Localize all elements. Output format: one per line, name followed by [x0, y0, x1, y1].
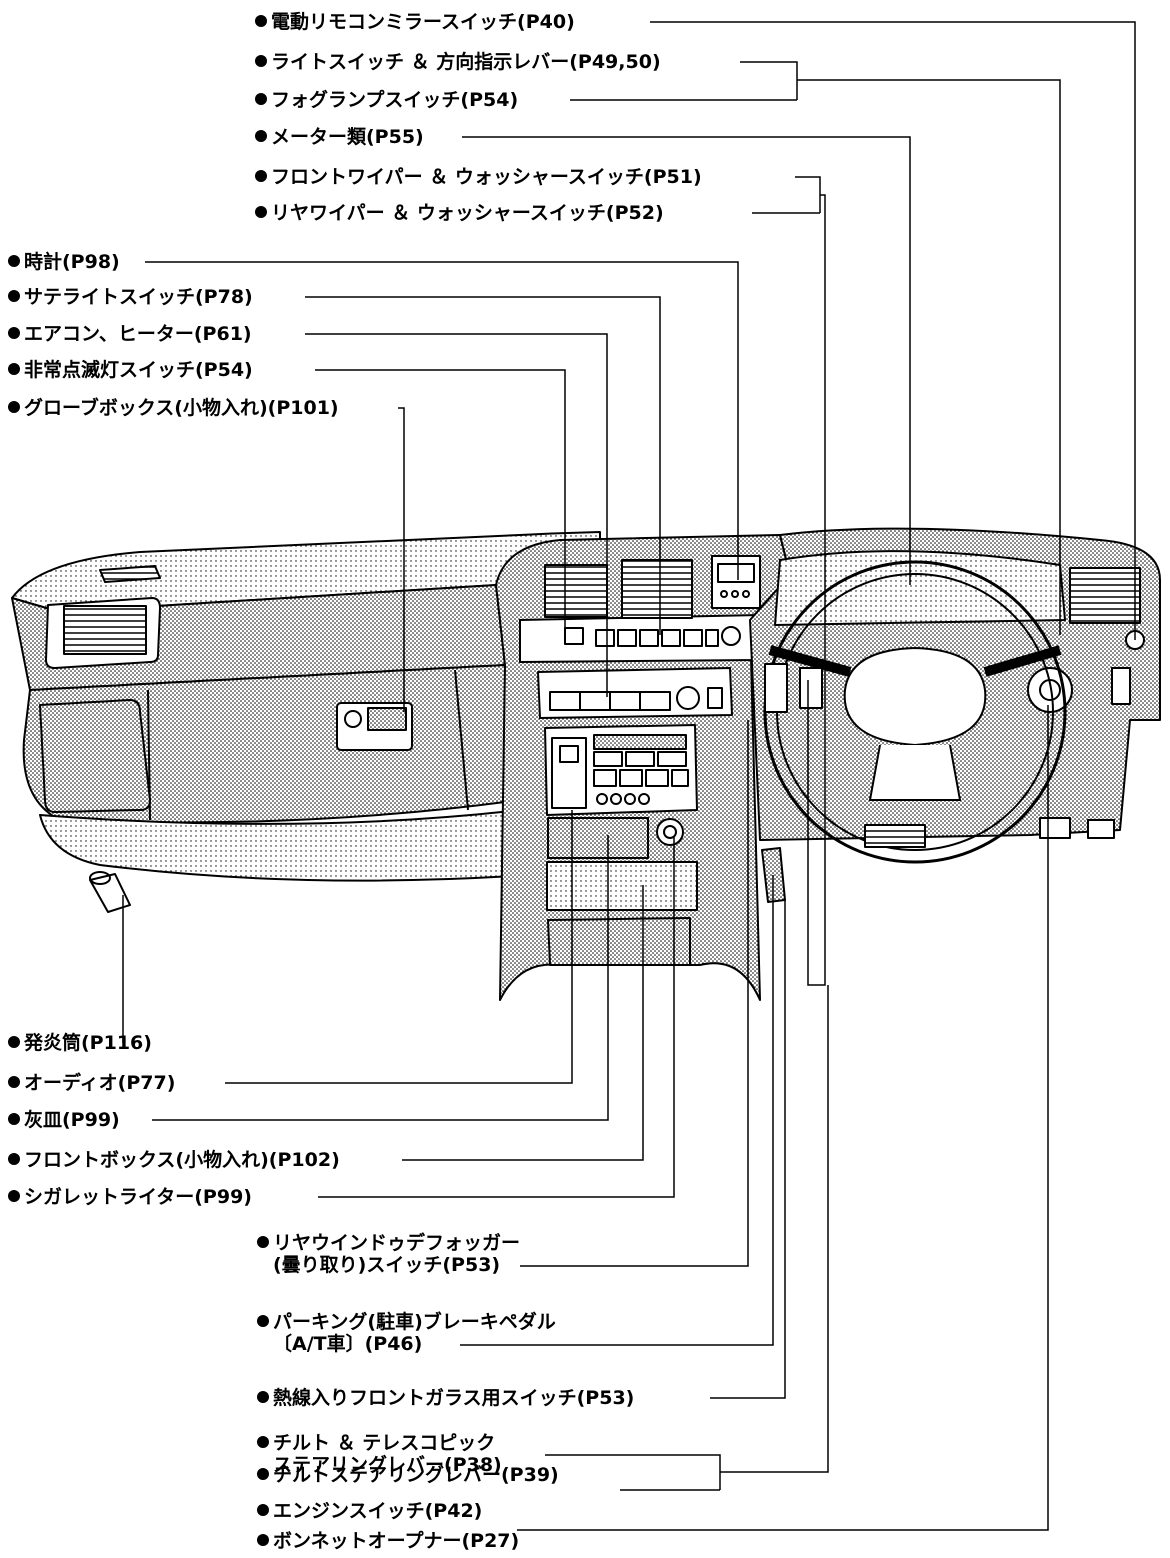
bullet-icon: [257, 1315, 269, 1327]
label-defogger: リヤウインドゥデフォッガー(曇り取り)スイッチ(P53): [257, 1232, 520, 1276]
bullet-icon: [257, 1436, 269, 1448]
label-bonnet-opener: ボンネットオープナー(P27): [257, 1530, 519, 1552]
bullet-icon: [8, 1076, 20, 1088]
bullet-icon: [8, 1113, 20, 1125]
label-rear-wiper: リヤワイパー ＆ ウォッシャースイッチ(P52): [255, 202, 664, 224]
label-tilt-steering: チルトステアリングレバー(P39): [257, 1464, 559, 1486]
label-heated-glass: 熱線入りフロントガラス用スイッチ(P53): [257, 1387, 634, 1409]
bullet-icon: [257, 1236, 269, 1248]
bullet-icon: [255, 170, 267, 182]
lighter: [656, 818, 684, 846]
bullet-icon: [8, 1036, 20, 1048]
label-aircon: エアコン、ヒーター(P61): [8, 323, 252, 345]
lower-passenger: [39, 809, 531, 882]
leader-lines: [122, 21, 1136, 1531]
bullet-icon: [8, 1153, 20, 1165]
center-vent-right: [621, 559, 693, 619]
label-meters: メーター類(P55): [255, 126, 424, 148]
label-parking-brake: パーキング(駐車)ブレーキペダル〔A/T車〕(P46): [257, 1311, 556, 1355]
label-front-wiper: フロントワイパー ＆ ウォッシャースイッチ(P51): [255, 166, 702, 188]
bullet-icon: [8, 363, 20, 375]
steering-hub: [843, 647, 987, 746]
label-fog-lamp: フォグランプスイッチ(P54): [255, 89, 518, 111]
label-ashtray: 灰皿(P99): [8, 1109, 120, 1131]
switch-row: [564, 626, 741, 647]
right-vent: [1069, 567, 1141, 624]
label-clock: 時計(P98): [8, 251, 120, 273]
label-engine-switch: エンジンスイッチ(P42): [257, 1500, 482, 1522]
label-mirror-switch: 電動リモコンミラースイッチ(P40): [255, 11, 575, 33]
label-bonnet-text: ボンネットオープナー(P27): [273, 1530, 520, 1552]
bullet-icon: [255, 15, 267, 27]
label-hazard: 非常点滅灯スイッチ(P54): [8, 359, 253, 381]
bullet-icon: [255, 130, 267, 142]
bullet-icon: [8, 327, 20, 339]
bullet-icon: [257, 1391, 269, 1403]
label-flare: 発炎筒(P116): [8, 1032, 152, 1054]
bullet-icon: [8, 401, 20, 413]
bullet-icon: [255, 55, 267, 67]
label-glovebox: グローブボックス(小物入れ)(P101): [8, 397, 339, 419]
ashtray: [547, 817, 649, 859]
bullet-icon: [257, 1534, 269, 1546]
label-front-box: フロントボックス(小物入れ)(P102): [8, 1149, 340, 1171]
bullet-icon: [255, 93, 267, 105]
label-satellite-switch: サテライトスイッチ(P78): [8, 286, 253, 308]
label-audio: オーディオ(P77): [8, 1072, 175, 1094]
bullet-icon: [8, 1190, 20, 1202]
bullet-icon: [8, 290, 20, 302]
dash-top-passenger: [11, 531, 601, 613]
center-vent-left: [544, 564, 608, 618]
bullet-icon: [8, 255, 20, 267]
label-light-switch: ライトスイッチ ＆ 方向指示レバー(P49,50): [255, 51, 661, 73]
bullet-icon: [257, 1468, 269, 1480]
bullet-icon: [255, 206, 267, 218]
label-lighter: シガレットライター(P99): [8, 1186, 252, 1208]
bullet-icon: [257, 1504, 269, 1516]
label-tilt-telescopic: チルト ＆ テレスコピックステアリングレバー(P38): [257, 1432, 502, 1476]
